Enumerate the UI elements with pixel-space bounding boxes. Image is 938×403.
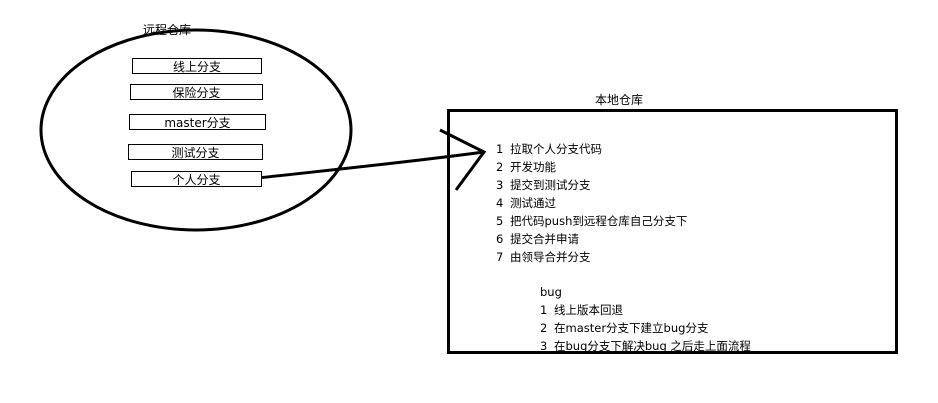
step-text: 把代码push到远程仓库自己分支下 (510, 214, 688, 228)
step-text: 测试通过 (510, 196, 556, 210)
remote-repo-title: 远程仓库 (143, 23, 192, 37)
workflow-step: 2 开发功能 (496, 158, 687, 176)
branch-box-master: master分支 (129, 114, 266, 130)
step-text: 在bug分支下解决bug 之后走上面流程 (554, 339, 751, 353)
bug-steps: 1 线上版本回退 2 在master分支下建立bug分支 3 在bug分支下解决bug… (540, 301, 751, 355)
step-number: 6 (496, 232, 504, 246)
step-number: 1 (540, 303, 548, 317)
workflow-step: 1 拉取个人分支代码 (496, 140, 687, 158)
step-number: 3 (496, 178, 504, 192)
branch-box-online: 线上分支 (132, 58, 262, 74)
step-text: 线上版本回退 (554, 303, 623, 317)
local-repo-title: 本地仓库 (595, 93, 644, 107)
connector-arrow-line (257, 150, 485, 180)
step-number: 4 (496, 196, 504, 210)
connector-arrow-head (439, 128, 487, 191)
remote-repo-ellipse (39, 28, 353, 232)
workflow-step: 4 测试通过 (496, 194, 687, 212)
workflow-step: 5 把代码push到远程仓库自己分支下 (496, 212, 687, 230)
bug-step: 3 在bug分支下解决bug 之后走上面流程 (540, 337, 751, 355)
step-text: 开发功能 (510, 160, 556, 174)
workflow-step: 6 提交合并申请 (496, 230, 687, 248)
step-text: 在master分支下建立bug分支 (554, 321, 709, 335)
bug-step: 2 在master分支下建立bug分支 (540, 319, 751, 337)
local-repo-box (447, 109, 898, 354)
branch-box-personal: 个人分支 (131, 171, 262, 187)
branch-box-test: 测试分支 (128, 144, 263, 160)
workflow-steps: 1 拉取个人分支代码 2 开发功能 3 提交到测试分支 4 测试通过 5 把代码push到… (496, 140, 687, 266)
step-text: 由领导合并分支 (510, 250, 591, 264)
branch-box-insurance: 保险分支 (130, 84, 263, 100)
bug-step: 1 线上版本回退 (540, 301, 751, 319)
step-number: 1 (496, 142, 504, 156)
step-text: 拉取个人分支代码 (510, 142, 602, 156)
step-text: 提交合并申请 (510, 232, 579, 246)
step-number: 2 (496, 160, 504, 174)
bug-section-title: bug (540, 285, 562, 299)
step-number: 7 (496, 250, 504, 264)
step-number: 5 (496, 214, 504, 228)
workflow-step: 3 提交到测试分支 (496, 176, 687, 194)
step-number: 3 (540, 339, 548, 353)
step-text: 提交到测试分支 (510, 178, 591, 192)
workflow-step: 7 由领导合并分支 (496, 248, 687, 266)
step-number: 2 (540, 321, 548, 335)
